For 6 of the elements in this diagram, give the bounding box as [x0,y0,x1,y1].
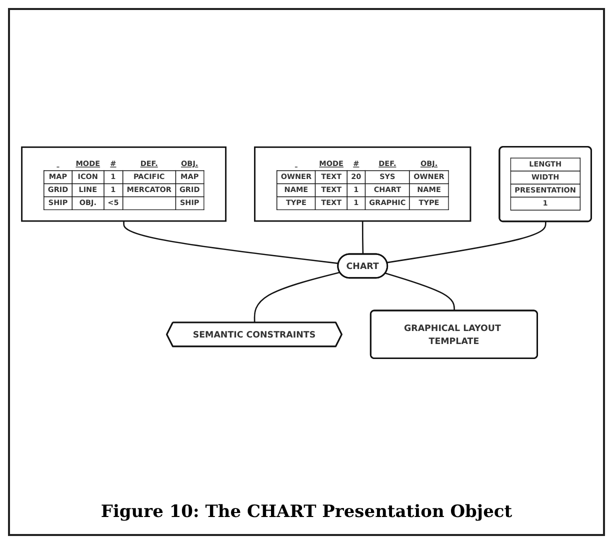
connector [123,222,339,265]
connector [385,273,455,312]
figure-caption: Figure 10: The CHART Presentation Object [100,501,514,524]
connector [362,222,364,255]
connector [254,272,340,324]
connector [387,222,546,264]
